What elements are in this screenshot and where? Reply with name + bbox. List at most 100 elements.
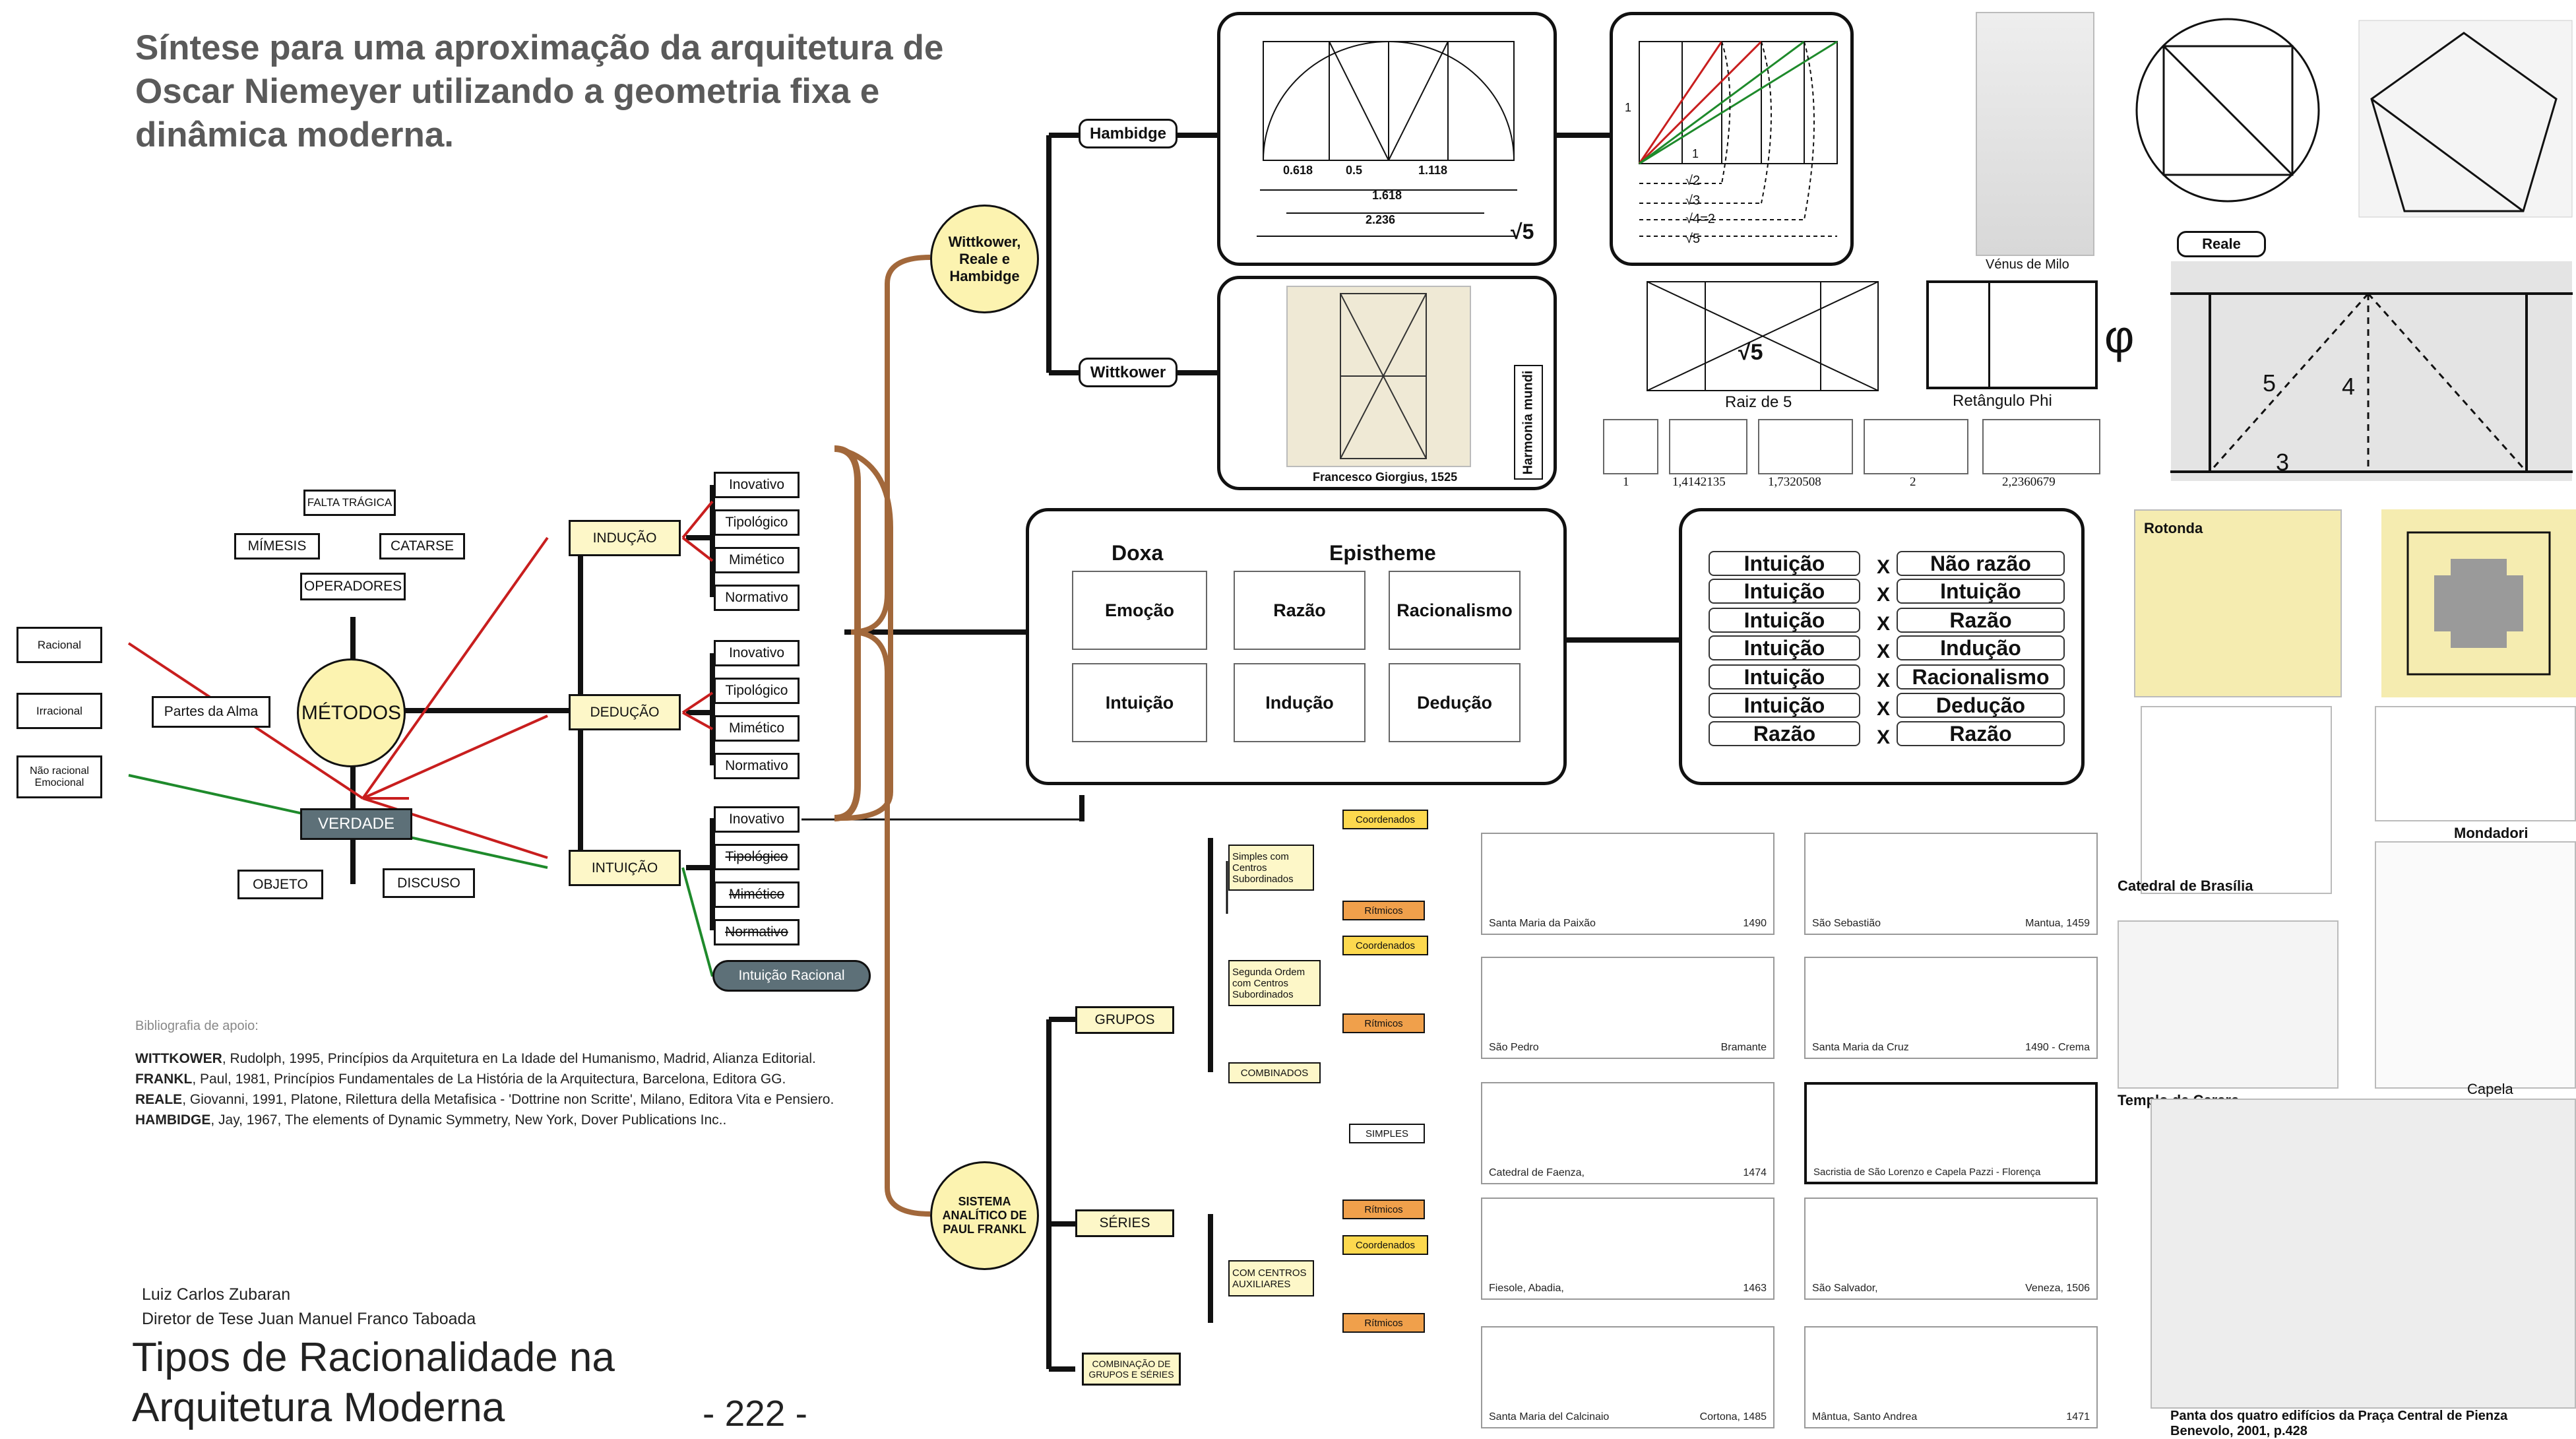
root-val-2: 1,4142135	[1672, 475, 1726, 489]
sqrt-panel: 1 1 √2 √3 √4=2 √5	[1610, 12, 1854, 266]
root-rect-5	[1982, 419, 2100, 474]
verdade-node: VERDADE	[300, 808, 412, 840]
ritmicos-tag-1: Rítmicos	[1342, 901, 1425, 920]
plan-santa-maria-calcinaio: Santa Maria del Calcinaio Cortona, 1485	[1481, 1326, 1775, 1428]
author-name: Luiz Carlos Zubaran	[142, 1285, 291, 1304]
sqrt-label-1b: 1	[1692, 147, 1699, 160]
venus-caption: Vénus de Milo	[1986, 257, 2069, 272]
mimesis-box: MÍMESIS	[234, 533, 320, 560]
root-rect-3	[1758, 419, 1853, 474]
footer-title-line1: Tipos de Racionalidade na	[132, 1335, 615, 1380]
plan-label: Catedral de Faenza,	[1489, 1167, 1585, 1178]
combinados-tag: COMBINADOS	[1228, 1062, 1321, 1083]
author-block: Luiz Carlos Zubaran Diretor de Tese Juan…	[142, 1283, 476, 1331]
plan-year: 1463	[1743, 1283, 1767, 1294]
bib-author: HAMBIDGE	[135, 1112, 211, 1128]
plan-year: 1474	[1743, 1167, 1767, 1178]
pair-left-6: Intuição	[1709, 693, 1860, 718]
pair-right-6: Dedução	[1897, 693, 2065, 718]
plan-year: Bramante	[1720, 1042, 1767, 1053]
sqrt-label-4: √4=2	[1685, 212, 1715, 226]
plan-fiesole-abadia: Fiesole, Abadia, 1463	[1481, 1198, 1775, 1300]
rotonda-image	[2134, 509, 2342, 697]
plan-year: Mantua, 1459	[2025, 918, 2090, 929]
racional-box: Racional	[16, 627, 102, 663]
objeto-box: OBJETO	[237, 870, 323, 899]
brasilia-sketch	[2141, 706, 2332, 894]
pair-left-7: Razão	[1709, 721, 1860, 746]
plan-label: São Sebastião	[1812, 918, 1881, 929]
page-title: Síntese para uma aproximação da arquitet…	[135, 28, 944, 154]
harmonia-box: Harmonia mundi	[1514, 365, 1543, 480]
hambidge-val-1118: 1.118	[1418, 164, 1448, 177]
doxa-cell-racionalismo: Racionalismo	[1389, 571, 1521, 650]
benevolo-caption: Benevolo, 2001, p.428	[2170, 1424, 2308, 1438]
pair-x-7: X	[1877, 726, 1891, 748]
coordenados-tag-3: Coordenados	[1342, 1235, 1428, 1255]
root-rect-2	[1669, 419, 1747, 474]
pair-right-3: Razão	[1897, 608, 2065, 633]
sqrt-label-5: √5	[1685, 232, 1701, 246]
leaf-deducao-inovativo: Inovativo	[714, 640, 800, 666]
grupos-node: GRUPOS	[1075, 1006, 1174, 1034]
pienza-caption: Panta dos quatro edifícios da Praça Cent…	[2170, 1409, 2508, 1423]
pienza-plan	[2151, 1099, 2576, 1409]
harmonia-label: Harmonia mundi	[1521, 370, 1536, 474]
leaf-intuicao-tipologico: Tipológico	[714, 844, 800, 870]
segunda-ordem-tag: Segunda Ordem com Centros Subordinados	[1228, 960, 1321, 1006]
reale-num-4: 4	[2342, 373, 2356, 400]
ritmicos-tag-4: Rítmicos	[1342, 1313, 1425, 1333]
hambidge-val-1618: 1.618	[1372, 189, 1402, 202]
com-centros-tag: COM CENTROS AUXILIARES	[1228, 1260, 1314, 1296]
plan-label: Mântua, Santo Andrea	[1812, 1411, 1918, 1423]
pair-left-2: Intuição	[1709, 579, 1860, 604]
giorgius-image	[1286, 286, 1471, 467]
phi-symbol: φ	[2104, 311, 2135, 362]
reale-diagram	[2170, 261, 2573, 481]
raiz5-caption: Raiz de 5	[1725, 393, 1792, 411]
bibliography: Bibliografia de apoio: WITTKOWER, Rudolp…	[135, 1016, 834, 1130]
hambidge-node: Hambidge	[1079, 119, 1178, 148]
arcade-sketch	[2375, 706, 2576, 821]
plan-sacristia-lorenzo: Sacristia de São Lorenzo e Capela Pazzi …	[1804, 1082, 2098, 1184]
plan-year: Cortona, 1485	[1699, 1411, 1767, 1423]
bib-entry: REALE, Giovanni, 1991, Platone, Rilettur…	[135, 1089, 834, 1110]
bracket-shape	[834, 445, 861, 821]
pair-x-4: X	[1877, 641, 1891, 662]
series-node: SÉRIES	[1075, 1209, 1174, 1237]
hambidge-val-05: 0.5	[1346, 164, 1363, 177]
bib-entry: FRANKL, Paul, 1981, Princípios Fundament…	[135, 1069, 834, 1089]
rotonda-scheme	[2381, 509, 2576, 697]
pair-x-2: X	[1877, 584, 1891, 606]
leaf-intuicao-inovativo: Inovativo	[714, 806, 800, 833]
bib-author: FRANKL	[135, 1071, 193, 1087]
pair-right-1: Não razão	[1897, 551, 2065, 576]
simples-tag: SIMPLES	[1349, 1124, 1425, 1143]
inducao-node: INDUÇÃO	[569, 520, 681, 556]
mondadori-caption: Mondadori	[2454, 825, 2529, 841]
plan-label: Fiesole, Abadia,	[1489, 1283, 1564, 1294]
episteme-heading: Epistheme	[1329, 541, 1436, 565]
irracional-box: Irracional	[16, 693, 102, 729]
plan-sao-sebastiao: São Sebastião Mantua, 1459	[1804, 833, 2098, 935]
coordenados-tag-1: Coordenados	[1342, 810, 1428, 829]
pair-x-6: X	[1877, 698, 1891, 720]
doxa-cell-emocao: Emoção	[1072, 571, 1207, 650]
catedral-caption: Catedral de Brasília	[2118, 878, 2253, 894]
simples-centros-tag: Simples com Centros Subordinados	[1228, 845, 1314, 891]
hambidge-val-0618: 0.618	[1283, 164, 1313, 177]
leaf-intuicao-normativo: Normativo	[714, 919, 800, 945]
plan-label: Santa Maria del Calcinaio	[1489, 1411, 1610, 1423]
plan-sao-salvador: São Salvador,Veneza, 1506	[1804, 1198, 2098, 1300]
ritmicos-tag-3: Rítmicos	[1342, 1199, 1425, 1219]
raiz5-symbol: √5	[1738, 340, 1763, 365]
ronchamp-image	[2375, 841, 2576, 1089]
hambidge-diagram	[1257, 41, 1517, 237]
pair-right-2: Intuição	[1897, 579, 2065, 604]
reale-num-5: 5	[2263, 369, 2277, 397]
golden-circle-diagram	[2135, 18, 2320, 203]
